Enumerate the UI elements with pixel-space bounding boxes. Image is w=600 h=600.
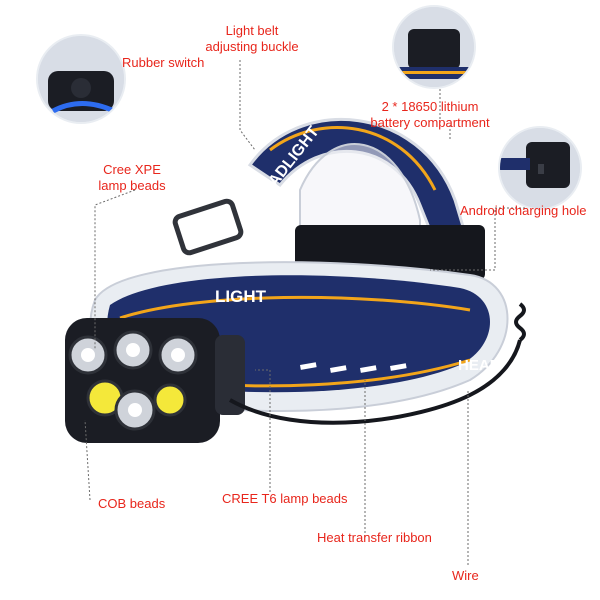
label-rubber-switch: Rubber switch xyxy=(122,55,205,70)
label-light-belt-line1: Light belt xyxy=(225,23,279,38)
top-strap-stripe xyxy=(269,126,437,191)
label-cree-xpe-line2: lamp beads xyxy=(98,178,166,193)
wire-cable xyxy=(229,339,522,425)
leader-lines xyxy=(84,60,525,565)
label-battery: 2 * 18650 lithium battery compartment xyxy=(360,99,500,131)
label-battery-line1: 2 * 18650 lithium xyxy=(381,99,479,114)
label-cob: COB beads xyxy=(98,496,166,511)
label-heat-ribbon: Heat transfer ribbon xyxy=(317,530,432,545)
inset-android-port xyxy=(498,126,582,210)
led-cob-2 xyxy=(153,383,187,417)
label-cree-xpe: Cree XPE lamp beads xyxy=(92,162,172,194)
lamp-hinge xyxy=(215,335,245,415)
right-band-text: HEADLI xyxy=(458,357,514,374)
inset-battery-art xyxy=(394,7,474,87)
band-stripe-top xyxy=(119,295,471,320)
label-light-belt: Light belt adjusting buckle xyxy=(192,23,312,55)
inset-android-art xyxy=(500,128,580,208)
label-light-belt-line2: adjusting buckle xyxy=(205,39,299,54)
inset-rubber-switch-art xyxy=(38,36,124,122)
side-band-text: LIGHT xyxy=(215,287,267,306)
label-cree-t6: CREE T6 lamp beads xyxy=(222,491,348,506)
label-cree-xpe-line1: Cree XPE xyxy=(103,162,161,177)
inset-battery-compartment xyxy=(392,5,476,89)
led-cluster xyxy=(68,330,198,431)
label-android: Android charging hole xyxy=(460,203,587,218)
reflective-dashes xyxy=(300,362,407,373)
buckle xyxy=(172,198,244,256)
wire-coil xyxy=(514,302,526,342)
inset-rubber-switch xyxy=(36,34,126,124)
label-wire: Wire xyxy=(452,568,479,583)
label-battery-line2: battery compartment xyxy=(370,115,490,130)
